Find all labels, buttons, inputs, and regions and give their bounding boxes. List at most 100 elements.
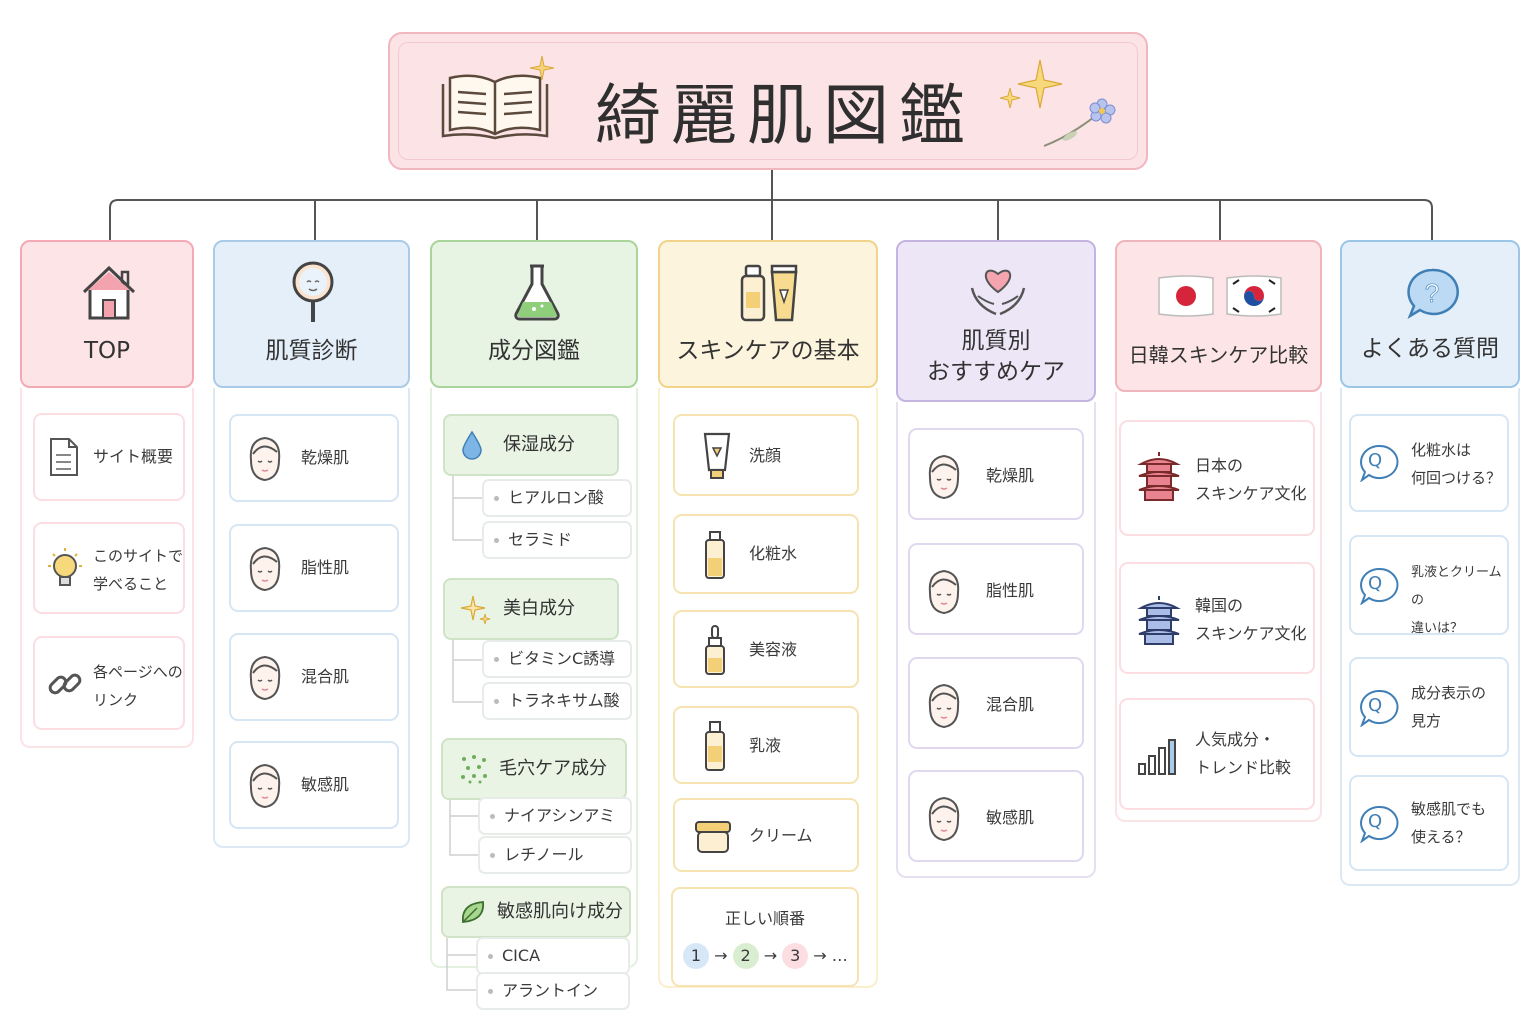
step-more: … [831, 946, 848, 965]
lightbulb-icon [48, 548, 82, 586]
mirror-icon [292, 261, 334, 322]
list-item-label: 混合肌 [986, 695, 1035, 714]
question-bubble-icon: ? [1407, 268, 1459, 319]
q-mark: Q [1368, 450, 1383, 471]
chart-icon [1138, 739, 1176, 775]
list-item-care-combination[interactable]: 混合肌 [908, 657, 1084, 749]
faq-question: 成分表示の 見方 [1411, 684, 1487, 730]
column-title-top: TOP [83, 338, 131, 364]
list-item-care-sensitive[interactable]: 敏感肌 [908, 770, 1084, 862]
column-title-ingredient-guide: 成分図鑑 [488, 338, 580, 364]
list-item-label: 人気成分・ トレンド比較 [1195, 730, 1292, 777]
category-whitening[interactable]: 美白成分 [443, 578, 619, 640]
category-sensitive-skin[interactable]: 敏感肌向け成分 [441, 886, 631, 938]
list-item-label: 脂性肌 [301, 558, 350, 577]
list-item-correct-order[interactable]: 正しい順番 1 → 2 → 3 → … [671, 887, 859, 987]
tab-care-by-skin-type[interactable]: 肌質別 おすすめケア [896, 240, 1096, 402]
column-body-faq [1340, 388, 1520, 886]
sparkle-icon [461, 595, 491, 624]
category-label: 美白成分 [503, 598, 575, 619]
bottles-icon [740, 264, 798, 322]
category-label: 毛穴ケア成分 [499, 758, 607, 779]
ingredient-vitamin-c[interactable]: ビタミンC誘導体 [482, 640, 632, 702]
flask-icon [514, 264, 560, 321]
ingredient-retinol[interactable]: レチノール [478, 836, 632, 874]
category-moisturizing[interactable]: 保湿成分 [443, 414, 619, 476]
ingredient-cica[interactable]: CICA [476, 937, 630, 975]
faq-question: 化粧水は 何回つける？ [1411, 441, 1502, 487]
tab-japan-korea-comparison[interactable]: 日韓スキンケア比較 [1115, 240, 1322, 392]
ingredient-allantoin[interactable]: アラントイン [476, 972, 630, 1010]
faq-item-emulsion-vs-cream[interactable]: Q 乳液とクリームの 違いは？ [1349, 535, 1509, 636]
list-item-serum[interactable]: 美容液 [673, 610, 859, 688]
list-item-care-dry[interactable]: 乾燥肌 [908, 428, 1084, 520]
bottle-icon [705, 721, 725, 771]
category-label: 敏感肌向け成分 [497, 901, 623, 922]
column-title-skincare-basics: スキンケアの基本 [676, 338, 860, 364]
list-item-page-links[interactable]: 各ページへの リンク [33, 636, 185, 730]
list-item-sensitive-skin[interactable]: 敏感肌 [229, 741, 399, 829]
pagoda-icon [1137, 452, 1181, 501]
list-item-trend-comparison[interactable]: 人気成分・ トレンド比較 [1119, 698, 1315, 810]
face-icon [928, 683, 960, 729]
tab-skin-diagnosis[interactable]: 肌質診断 [213, 240, 410, 388]
korea-flag-icon [1226, 275, 1282, 317]
faq-question: 乳液とクリームの 違いは？ [1411, 565, 1502, 636]
list-item-site-overview[interactable]: サイト概要 [33, 413, 185, 501]
list-item-dry-skin[interactable]: 乾燥肌 [229, 414, 399, 502]
list-item-what-you-learn[interactable]: このサイトで 学べること [33, 522, 185, 614]
list-item-label: 敏感肌 [301, 775, 350, 794]
q-mark: Q [1368, 695, 1383, 716]
sparkle-icon [530, 56, 554, 80]
face-icon [249, 655, 281, 701]
q-bubble-icon [1360, 805, 1399, 843]
ingredient-niacinamide[interactable]: ナイアシンアミド [478, 797, 632, 859]
list-item-japan-culture[interactable]: 日本の スキンケア文化 [1119, 420, 1315, 536]
list-item-oily-skin[interactable]: 脂性肌 [229, 524, 399, 612]
face-icon [928, 796, 960, 842]
list-item-label: 混合肌 [301, 667, 350, 686]
water-drop-icon [462, 430, 482, 460]
order-steps: 1 → 2 → 3 → … [683, 943, 848, 969]
list-item-toner[interactable]: 化粧水 [673, 514, 859, 594]
column-body-care-by-skin-type [896, 402, 1096, 878]
list-item-combination-skin[interactable]: 混合肌 [229, 633, 399, 721]
tab-top[interactable]: TOP [20, 240, 194, 388]
column-title-skin-diagnosis: 肌質診断 [265, 338, 358, 364]
link-icon [48, 673, 82, 695]
pores-icon [461, 755, 487, 784]
list-item-label: クリーム [749, 826, 813, 845]
faq-item-ingredient-label[interactable]: Q 成分表示の 見方 [1349, 657, 1509, 757]
category-pore-care[interactable]: 毛穴ケア成分 [441, 738, 627, 800]
list-item-cleansing[interactable]: 洗顔 [673, 414, 859, 496]
q-bubble-icon [1360, 689, 1399, 727]
list-item-label: サイト概要 [93, 447, 174, 466]
faq-item-sensitive-ok[interactable]: Q 敏感肌でも 使える？ [1349, 775, 1509, 871]
list-item-care-oily[interactable]: 脂性肌 [908, 543, 1084, 635]
q-bubble-icon [1360, 444, 1399, 482]
site-title-banner: 綺麗肌図鑑 [388, 32, 1148, 170]
tab-skincare-basics[interactable]: スキンケアの基本 [658, 240, 878, 388]
list-item-label: 脂性肌 [986, 581, 1035, 600]
list-item-emulsion[interactable]: 乳液 [673, 706, 859, 784]
japan-flag-icon [1158, 275, 1214, 317]
ingredient-ceramide[interactable]: セラミド [482, 521, 632, 559]
list-item-cream[interactable]: クリーム [673, 798, 859, 872]
tab-faq[interactable]: ? よくある質問 [1340, 240, 1520, 388]
house-icon [82, 265, 136, 320]
tab-ingredient-guide[interactable]: 成分図鑑 [430, 240, 638, 388]
svg-text:?: ? [1425, 278, 1439, 308]
column-title-care-by-skin-type: 肌質別 おすすめケア [927, 328, 1065, 385]
faq-item-toner-times[interactable]: Q 化粧水は 何回つける？ [1349, 414, 1509, 512]
list-item-label: 乳液 [749, 736, 782, 755]
list-item-label: このサイトで 学べること [93, 547, 184, 593]
ingredient-tranexamic-acid[interactable]: トラネキサム酸 [482, 682, 632, 720]
column-body-skin-diagnosis [213, 388, 410, 848]
step-arrow: → [813, 946, 827, 965]
list-item-korea-culture[interactable]: 韓国の スキンケア文化 [1119, 562, 1315, 674]
ingredient-hyaluronic-acid[interactable]: ヒアルロン酸 [482, 479, 632, 517]
heart-hands-icon [970, 269, 1026, 316]
dropper-icon [705, 625, 725, 675]
flower-icon [1043, 98, 1116, 147]
